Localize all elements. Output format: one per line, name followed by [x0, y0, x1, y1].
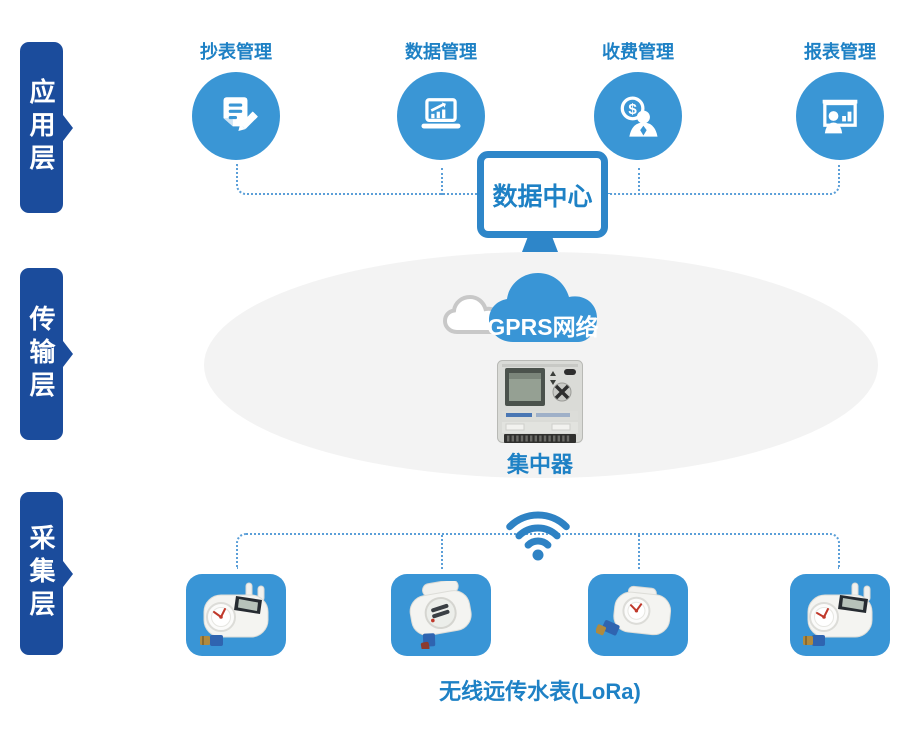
- module-label-report-management: 报表管理: [804, 42, 876, 62]
- water-meter-image: [200, 582, 269, 646]
- module-label-data-management: 数据管理: [405, 42, 477, 62]
- presentation-chart-icon: [822, 99, 858, 134]
- water-meter-caption: 无线远传水表(LoRa): [439, 679, 641, 704]
- water-meter-card: [588, 574, 688, 656]
- connector-bottom-line: [236, 533, 840, 569]
- water-meter-image: [803, 582, 873, 646]
- layer-tab-transmission: 传输层: [20, 268, 63, 440]
- water-meter-card: [391, 574, 491, 656]
- connector-bottom-drop-line: [638, 535, 640, 569]
- wifi-icon: [506, 511, 570, 561]
- connector-bottom-drop-line: [441, 535, 443, 569]
- module-label-fee-management: 收费管理: [602, 42, 674, 62]
- document-pen-icon: [223, 97, 258, 132]
- water-meter-card: [790, 574, 890, 656]
- layer-tab-application: 应用层: [20, 42, 63, 213]
- water-meter-card: [186, 574, 286, 656]
- connector-top-right-line: [608, 164, 840, 195]
- svg-text:$: $: [628, 101, 637, 118]
- water-meter-image: [596, 585, 672, 636]
- concentrator-device-image: [497, 360, 583, 443]
- layer-tab-collection: 采集层: [20, 492, 63, 655]
- data-center-label: 数据中心: [492, 182, 593, 211]
- monitor-stand: [522, 237, 558, 252]
- data-center-monitor: 数据中心: [477, 151, 608, 238]
- gprs-network-label: GPRS网络: [487, 314, 599, 340]
- laptop-chart-icon: [421, 98, 461, 129]
- connector-top-drop-line: [441, 168, 443, 195]
- report-management-circle: [796, 72, 884, 160]
- water-meter-image: [409, 581, 472, 649]
- person-dollar-icon: $: [620, 96, 658, 137]
- gprs-cloud-icon: [489, 273, 597, 342]
- concentrator-label: 集中器: [506, 452, 573, 477]
- connector-top-drop-line: [638, 168, 640, 195]
- connector-top-left-line: [236, 164, 478, 195]
- meter-reading-circle: [192, 72, 280, 160]
- data-management-circle: [397, 72, 485, 160]
- fee-management-circle: $: [594, 72, 682, 160]
- module-label-meter-reading: 抄表管理: [200, 42, 272, 62]
